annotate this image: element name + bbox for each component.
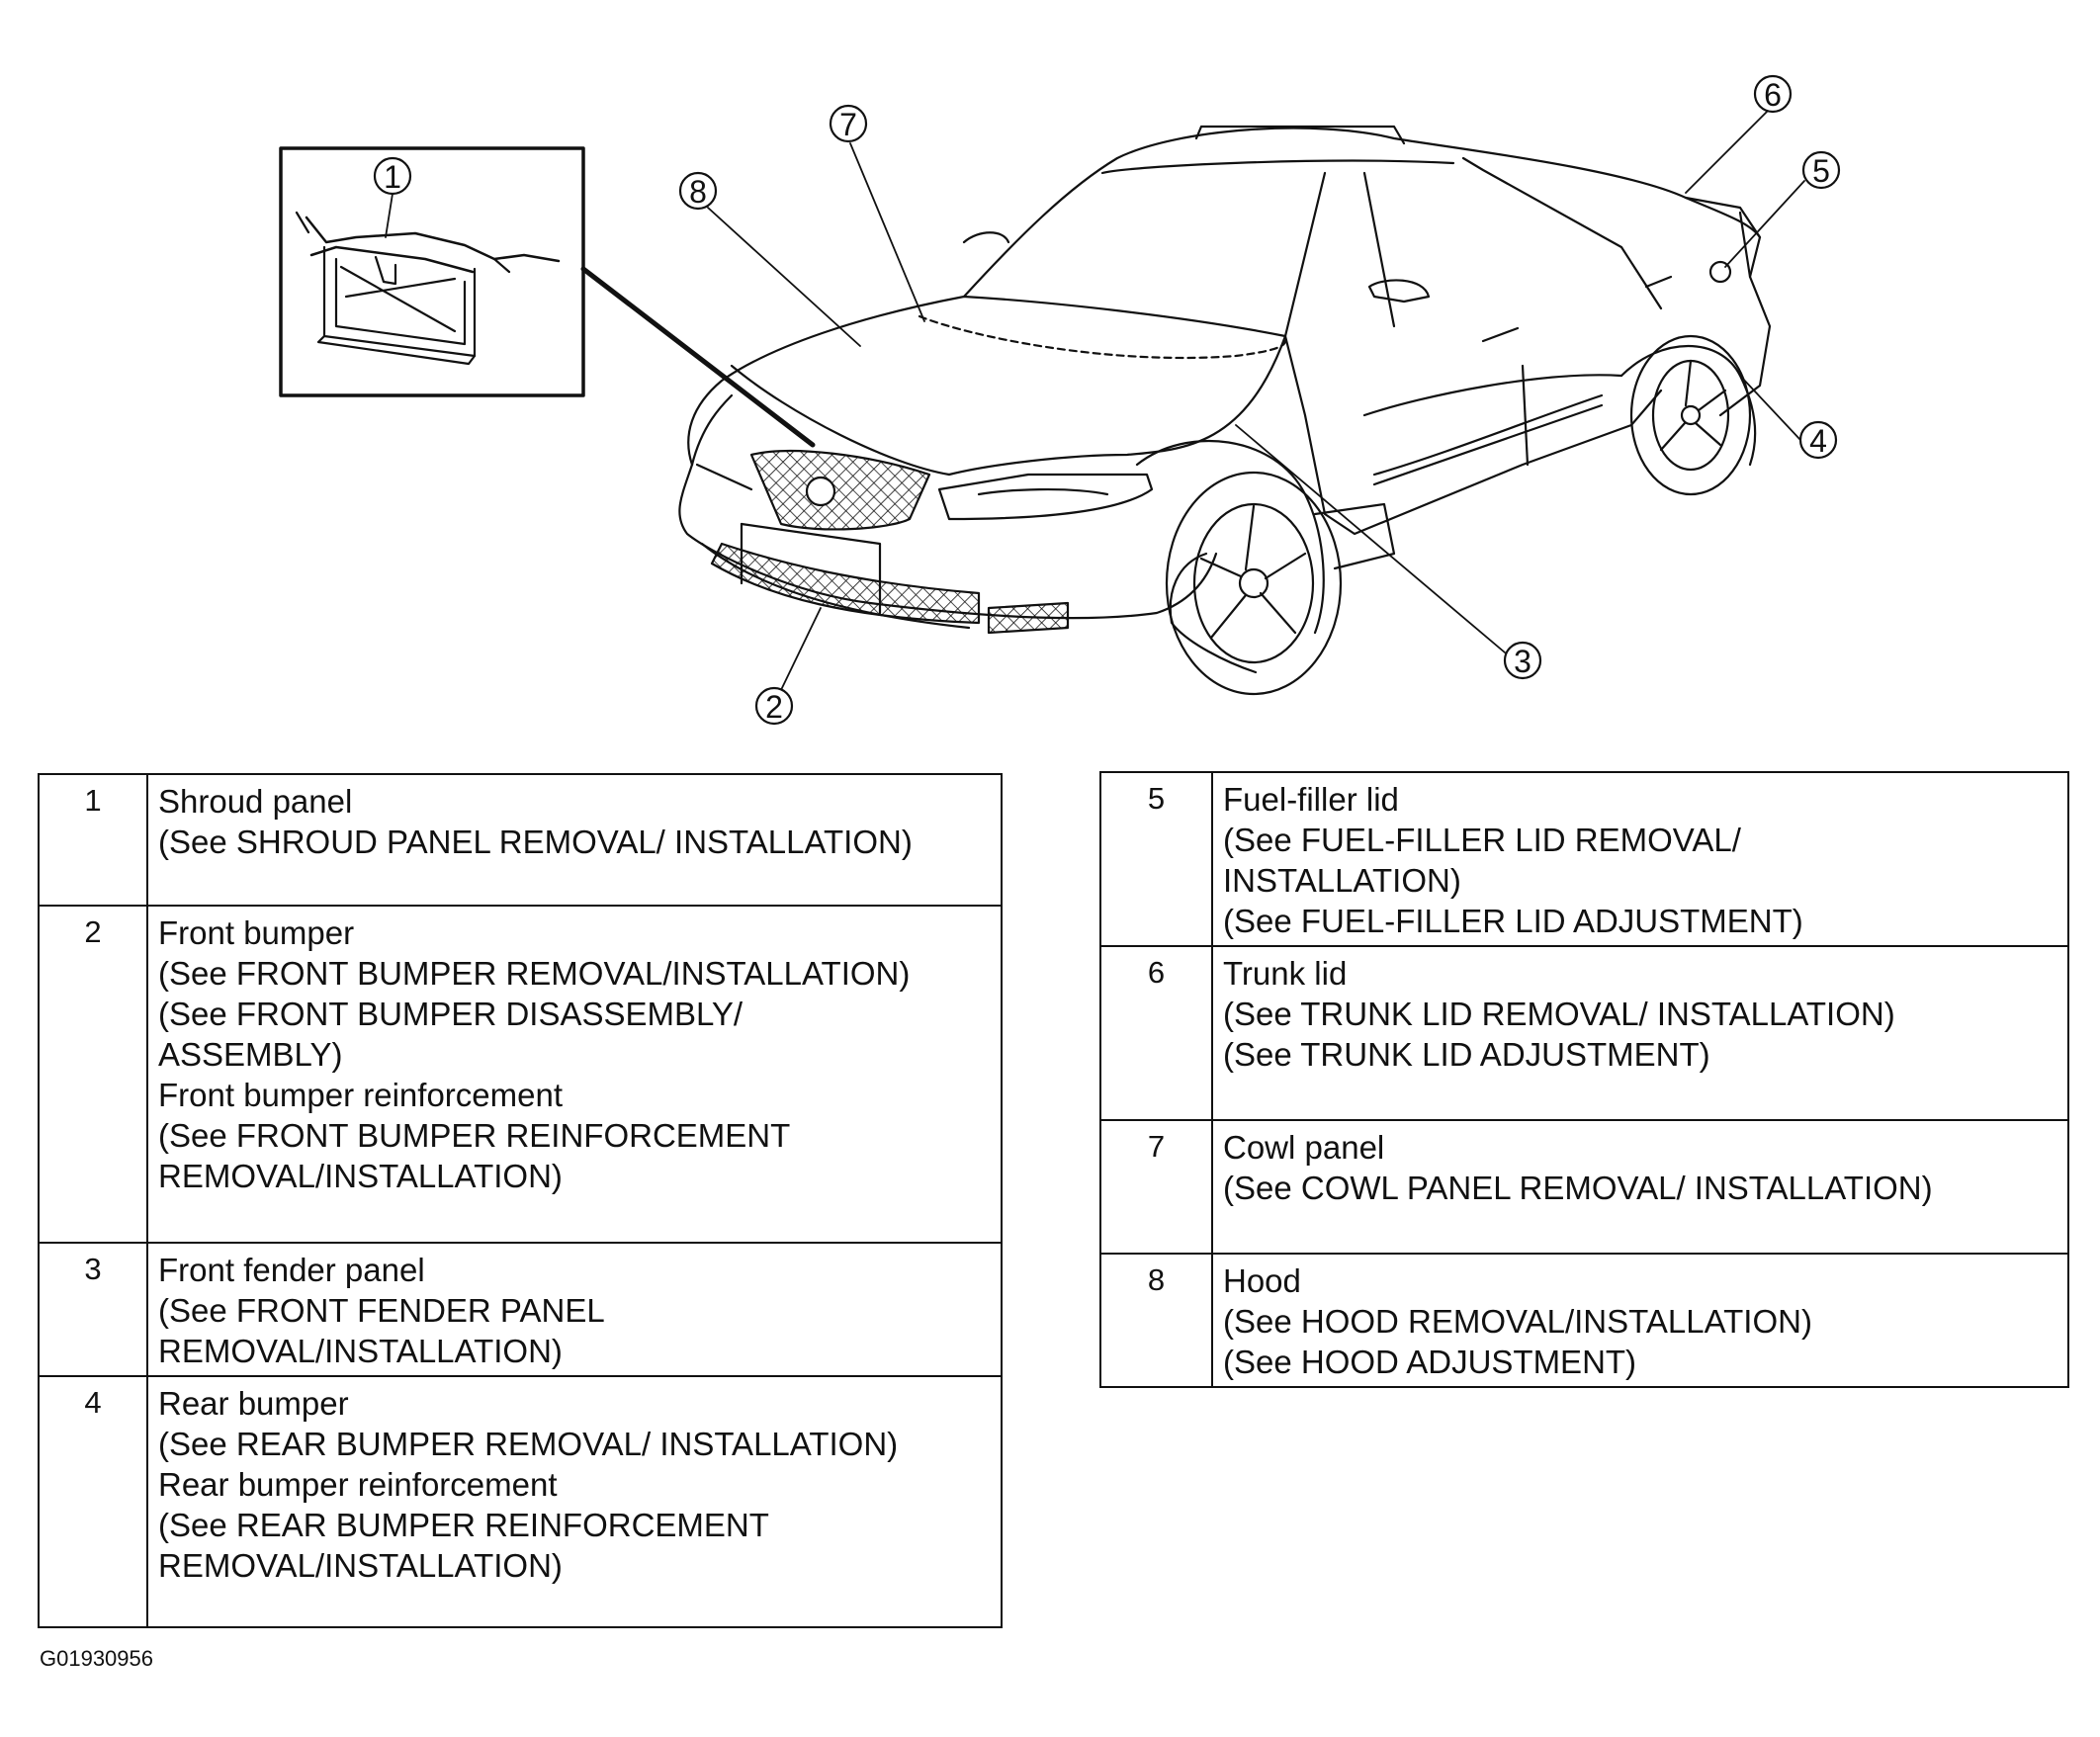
legend-number: 8 bbox=[1099, 1253, 1213, 1388]
callout-3: 3 bbox=[1503, 641, 1542, 680]
legend-row-5: 5 Fuel-filler lid (See FUEL-FILLER LID R… bbox=[1099, 771, 2069, 947]
callout-4: 4 bbox=[1798, 420, 1838, 460]
shroud-panel-inset bbox=[279, 146, 585, 397]
legend-row-1: 1 Shroud panel (See SHROUD PANEL REMOVAL… bbox=[38, 773, 1003, 907]
legend-number: 1 bbox=[38, 773, 148, 907]
legend-description: Shroud panel (See SHROUD PANEL REMOVAL/ … bbox=[146, 773, 1003, 907]
legend-description: Front fender panel (See FRONT FENDER PAN… bbox=[146, 1242, 1003, 1377]
legend-table-left: 1 Shroud panel (See SHROUD PANEL REMOVAL… bbox=[38, 773, 1003, 1628]
svg-text:3: 3 bbox=[1514, 644, 1531, 679]
legend-line: (See FRONT BUMPER REMOVAL/INSTALLATION) bbox=[158, 955, 911, 992]
svg-text:8: 8 bbox=[689, 174, 707, 210]
legend-description: Cowl panel (See COWL PANEL REMOVAL/ INST… bbox=[1211, 1119, 2069, 1255]
legend-line: (See TRUNK LID ADJUSTMENT) bbox=[1223, 1036, 1710, 1073]
car-body-panel-illustration: 1 2 3 4 5 6 7 8 bbox=[279, 74, 1841, 726]
legend-line: REMOVAL/INSTALLATION) bbox=[158, 1547, 563, 1584]
legend-row-2: 2 Front bumper (See FRONT BUMPER REMOVAL… bbox=[38, 905, 1003, 1244]
cowl-panel-dashed bbox=[918, 314, 1287, 360]
callout-5: 5 bbox=[1801, 150, 1841, 190]
callout-7: 7 bbox=[829, 104, 868, 143]
legend-number: 2 bbox=[38, 905, 148, 1244]
legend-row-6: 6 Trunk lid (See TRUNK LID REMOVAL/ INST… bbox=[1099, 945, 2069, 1121]
svg-text:6: 6 bbox=[1764, 77, 1782, 113]
svg-text:5: 5 bbox=[1812, 153, 1830, 189]
legend-line: (See FUEL-FILLER LID REMOVAL/ bbox=[1223, 822, 1741, 858]
callout-8: 8 bbox=[678, 171, 718, 211]
leader-lines bbox=[385, 110, 1805, 693]
svg-text:7: 7 bbox=[839, 107, 857, 142]
legend-line: INSTALLATION) bbox=[1223, 862, 1461, 899]
fuel-filler-lid bbox=[1708, 260, 1732, 284]
legend-line: REMOVAL/INSTALLATION) bbox=[158, 1333, 563, 1369]
legend-line: (See HOOD REMOVAL/INSTALLATION) bbox=[1223, 1303, 1812, 1340]
legend-line: Rear bumper bbox=[158, 1385, 349, 1422]
front-wheel bbox=[1165, 471, 1343, 696]
inset-leader-line bbox=[580, 266, 816, 448]
legend-line: (See FUEL-FILLER LID ADJUSTMENT) bbox=[1223, 903, 1803, 939]
legend-row-4: 4 Rear bumper (See REAR BUMPER REMOVAL/ … bbox=[38, 1375, 1003, 1628]
legend-description: Trunk lid (See TRUNK LID REMOVAL/ INSTAL… bbox=[1211, 945, 2069, 1121]
legend-line: Hood bbox=[1223, 1262, 1301, 1299]
figure-code: G01930956 bbox=[40, 1646, 153, 1671]
legend-line: Fuel-filler lid bbox=[1223, 781, 1399, 818]
legend-line: (See REAR BUMPER REINFORCEMENT bbox=[158, 1507, 769, 1543]
legend-line: (See TRUNK LID REMOVAL/ INSTALLATION) bbox=[1223, 996, 1895, 1032]
legend-row-7: 7 Cowl panel (See COWL PANEL REMOVAL/ IN… bbox=[1099, 1119, 2069, 1255]
svg-text:1: 1 bbox=[384, 159, 401, 195]
legend-line: (See FRONT BUMPER DISASSEMBLY/ bbox=[158, 996, 744, 1032]
legend-line: Trunk lid bbox=[1223, 955, 1348, 992]
legend-number: 7 bbox=[1099, 1119, 1213, 1255]
legend-line: (See FRONT FENDER PANEL bbox=[158, 1292, 605, 1329]
callout-1: 1 bbox=[373, 156, 412, 196]
legend-line: ASSEMBLY) bbox=[158, 1036, 343, 1073]
svg-text:4: 4 bbox=[1809, 423, 1827, 459]
rear-wheel bbox=[1629, 334, 1752, 496]
legend-line: (See SHROUD PANEL REMOVAL/ INSTALLATION) bbox=[158, 824, 913, 860]
legend-row-3: 3 Front fender panel (See FRONT FENDER P… bbox=[38, 1242, 1003, 1377]
sedan-outline bbox=[678, 125, 1772, 696]
legend-line: (See REAR BUMPER REMOVAL/ INSTALLATION) bbox=[158, 1426, 899, 1462]
legend-description: Front bumper (See FRONT BUMPER REMOVAL/I… bbox=[146, 905, 1003, 1244]
callout-6: 6 bbox=[1753, 74, 1793, 114]
svg-text:2: 2 bbox=[765, 689, 783, 725]
legend-line: (See FRONT BUMPER REINFORCEMENT bbox=[158, 1117, 791, 1154]
callout-2: 2 bbox=[754, 686, 794, 726]
legend-line: Cowl panel bbox=[1223, 1129, 1385, 1166]
legend-line: Front fender panel bbox=[158, 1252, 425, 1288]
legend-number: 4 bbox=[38, 1375, 148, 1628]
legend-line: (See HOOD ADJUSTMENT) bbox=[1223, 1344, 1637, 1380]
legend-line: Shroud panel bbox=[158, 783, 353, 820]
legend-number: 6 bbox=[1099, 945, 1213, 1121]
legend-description: Hood (See HOOD REMOVAL/INSTALLATION) (Se… bbox=[1211, 1253, 2069, 1388]
legend-table-right: 5 Fuel-filler lid (See FUEL-FILLER LID R… bbox=[1099, 771, 2069, 1388]
legend-line: Front bumper bbox=[158, 914, 355, 951]
legend-number: 3 bbox=[38, 1242, 148, 1377]
legend-description: Rear bumper (See REAR BUMPER REMOVAL/ IN… bbox=[146, 1375, 1003, 1628]
legend-line: REMOVAL/INSTALLATION) bbox=[158, 1158, 563, 1194]
legend-line: (See COWL PANEL REMOVAL/ INSTALLATION) bbox=[1223, 1170, 1933, 1206]
legend-number: 5 bbox=[1099, 771, 1213, 947]
legend-line: Front bumper reinforcement bbox=[158, 1077, 564, 1113]
legend-description: Fuel-filler lid (See FUEL-FILLER LID REM… bbox=[1211, 771, 2069, 947]
legend-line: Rear bumper reinforcement bbox=[158, 1466, 558, 1503]
legend-row-8: 8 Hood (See HOOD REMOVAL/INSTALLATION) (… bbox=[1099, 1253, 2069, 1388]
